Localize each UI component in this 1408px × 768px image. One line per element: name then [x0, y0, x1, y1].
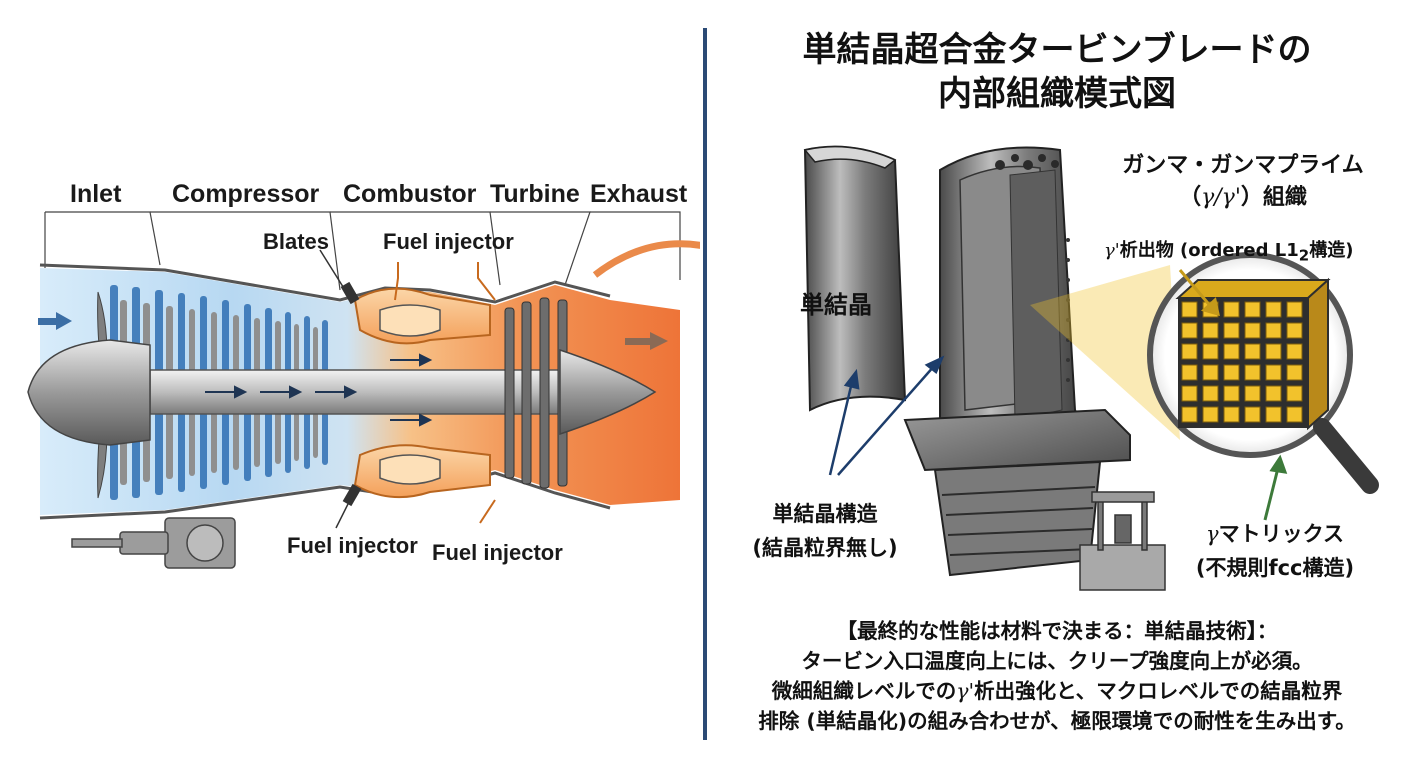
gamma-title-line-2: （γ/γ'）組織 [1179, 185, 1307, 210]
test-rig [1079, 491, 1166, 591]
single-crystal-block [803, 145, 907, 412]
fuel-injector-nozzles [340, 281, 362, 507]
exhaust-arrow [625, 332, 668, 350]
gamma-gamma-prime-title: ガンマ・ガンマプライム （γ/γ'）組織 [1080, 150, 1406, 214]
combustor-chambers [353, 287, 491, 499]
callout-fuel-injector-bottom-left: Fuel injector [287, 533, 418, 558]
shaft-flow-arrows [205, 353, 433, 427]
gamma-matrix-label: γマトリックス (不規則fcc構造) [1155, 517, 1395, 585]
summary-line-1: 【最終的な性能は材料で決まる：単結晶技術】： [836, 619, 1278, 643]
label-compressor: Compressor [172, 180, 320, 208]
single-crystal-structure-line-1: 単結晶構造 [772, 502, 878, 526]
jet-engine-illustration [27, 211, 700, 569]
gamma-title-line-1: ガンマ・ガンマプライム [1122, 153, 1364, 178]
gamma-prime-pointer [1178, 269, 1220, 317]
exhaust-cone [559, 348, 657, 436]
callout-blates: Blates [263, 229, 330, 254]
label-exhaust: Exhaust [590, 180, 688, 208]
gamma-matrix-pointer [1263, 454, 1288, 521]
single-crystal-top [803, 145, 897, 169]
callout-lines-dark [319, 249, 351, 529]
single-crystal-label: 単結晶 [800, 291, 872, 319]
label-inlet: Inlet [70, 180, 122, 208]
pointer-arrows [828, 355, 945, 476]
blade-cutaway [903, 146, 1131, 577]
gamma-matrix-line-2: (不規則fcc構造) [1195, 556, 1355, 580]
inlet-spinner [27, 339, 151, 446]
title-line-2: 内部組織模式図 [938, 74, 1176, 114]
compressor-blades [110, 285, 328, 500]
turbine-blade-illustration [803, 145, 1379, 591]
title-line-1: 単結晶超合金タービンブレードの [802, 30, 1312, 70]
blade-panel-title: 単結晶超合金タービンブレードの 内部組織模式図 [712, 28, 1402, 116]
accessory-gearbox [71, 517, 236, 569]
section-brackets [44, 211, 681, 291]
label-turbine: Turbine [490, 180, 580, 208]
transition-arrow [592, 240, 700, 278]
summary-line-2: タービン入口温度向上には、クリープ強度向上が必須。 [801, 649, 1313, 673]
summary-text: 【最終的な性能は材料で決まる：単結晶技術】： タービン入口温度向上には、クリープ… [712, 616, 1402, 736]
gamma-matrix-line-1: γマトリックス [1206, 522, 1344, 546]
summary-line-4: 排除 (単結晶化)の組み合わせが、極限環境での耐性を生み出す。 [758, 709, 1356, 733]
label-combustor: Combustor [343, 180, 477, 208]
panel-divider [703, 28, 707, 740]
single-crystal-structure-label: 単結晶構造 (結晶粒界無し) [735, 497, 915, 565]
callout-lines [394, 262, 496, 524]
turbine-blades [504, 297, 568, 489]
gamma-prime-cube-lattice [1175, 277, 1331, 431]
single-crystal-structure-line-2: (結晶粒界無し) [752, 536, 898, 560]
intake-arrow [38, 312, 72, 330]
magnifier-beam [1030, 265, 1180, 440]
summary-line-3: 微細組織レベルでのγ'析出強化と、マクロレベルでの結晶粒界 [771, 679, 1343, 703]
callout-fuel-injector-top: Fuel injector [383, 229, 514, 254]
magnifier-handle [1313, 418, 1379, 494]
gamma-prime-precipitate-label: γ'析出物 (ordered L12構造) [1104, 240, 1354, 265]
callout-fuel-injector-bottom-right: Fuel injector [432, 540, 563, 565]
